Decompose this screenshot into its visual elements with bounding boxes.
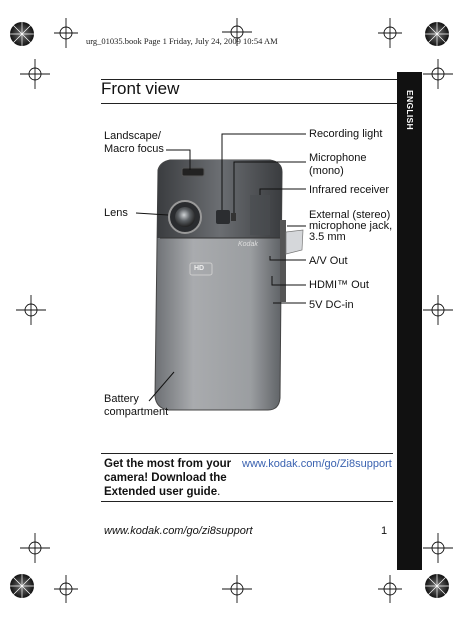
camera-brand-label: Kodak xyxy=(238,241,258,248)
callout-lens: Lens xyxy=(104,207,128,219)
starburst-mark-bottom-left xyxy=(10,574,34,598)
footer-url: www.kodak.com/go/zi8support xyxy=(104,525,253,537)
callout-av-out: A/V Out xyxy=(309,255,348,267)
support-link[interactable]: www.kodak.com/go/Zi8support xyxy=(242,458,392,470)
file-info-line: urg_01035.book Page 1 Friday, July 24, 2… xyxy=(86,36,278,46)
callout-dc-in: 5V DC-in xyxy=(309,299,354,311)
page-title: Front view xyxy=(101,79,180,98)
tip-top-rule xyxy=(101,453,393,454)
callout-battery-compartment: Battery compartment xyxy=(104,393,169,418)
camera-hd-badge: HD xyxy=(194,265,205,272)
starburst-mark-top-left xyxy=(10,22,34,46)
callout-microphone: Microphone (mono) xyxy=(309,152,367,177)
callout-external-microphone-jack: External (stereo) microphone jack, 3.5 m… xyxy=(309,209,393,243)
tip-bottom-rule xyxy=(101,501,393,502)
page-number: 1 xyxy=(381,525,388,537)
language-tab xyxy=(397,72,422,570)
camera-illustration xyxy=(154,159,304,411)
starburst-mark-top-right xyxy=(425,22,449,46)
title-top-rule xyxy=(101,79,397,80)
callout-landscape-macro-focus: Landscape/ Macro focus xyxy=(104,130,164,155)
callout-hdmi-out: HDMI™ Out xyxy=(309,279,369,291)
callout-infrared-receiver: Infrared receiver xyxy=(309,184,390,196)
callout-recording-light: Recording light xyxy=(309,128,383,140)
language-tab-label: ENGLISH xyxy=(404,90,415,130)
callout-leader-lines xyxy=(135,133,306,402)
title-bottom-rule xyxy=(101,103,397,104)
tip-text: Get the most from your camera! Download … xyxy=(104,458,232,498)
crosshair-marks xyxy=(16,18,453,603)
starburst-mark-bottom-right xyxy=(425,574,449,598)
